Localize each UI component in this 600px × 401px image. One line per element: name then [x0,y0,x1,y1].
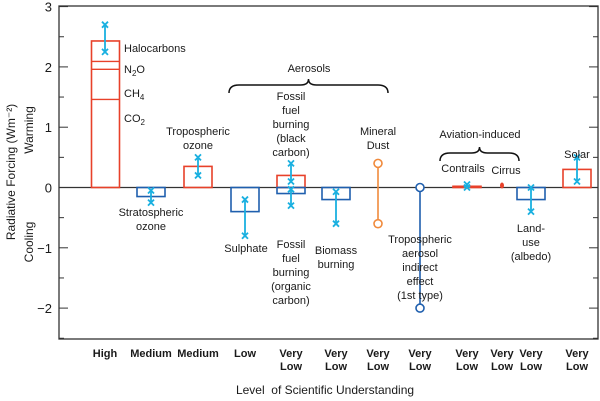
label-co2: CO2 [124,113,146,127]
mark-tropospheric-ozone-error-cap [194,153,202,161]
y-axis-cooling-label: Cooling [22,222,36,263]
mark-solar-error-cap [573,177,581,186]
aviation-brace [439,146,520,162]
lsu-label: Medium [177,348,219,360]
mark-sulphate-error-cap [241,232,249,240]
mark-stratospheric-ozone-error-cap [147,186,155,195]
mark-fossil-fuel-burning-black-carbon-error-cap [287,159,295,168]
axes: 3 2 1 0 −1 −2 [37,0,599,340]
mark-stratospheric-ozone-error-cap [147,198,155,207]
lsu-label: High [93,348,118,360]
label-land-use-albedo: Land-use(albedo) [511,223,551,263]
label-halocarbons: Halocarbons [124,43,186,55]
bar-ghg [90,40,121,189]
plot-frame [58,5,599,340]
label-n2o: N2O [124,64,145,78]
chart-marks [90,21,592,313]
mark-fossil-fuel-burning-black-carbon-error-cap [287,177,295,186]
label-ch4: CH4 [124,88,145,102]
label-contrails: Contrails [441,163,485,175]
mark-fossil-fuel-burning-organic-carbon-error-cap [287,201,295,210]
lsu-label: Medium [130,348,172,360]
aerosols-brace [228,78,389,94]
lsu-label: Low [234,348,256,360]
group-label-aerosols: Aerosols [288,63,331,75]
label-cirrus: Cirrus [491,165,521,177]
label-solar: Solar [564,149,590,161]
x-axis-label: Level of Scientific Understanding [236,383,414,397]
mark-fossil-fuel-burning-organic-carbon-error-cap [287,185,295,193]
y-axis-warming-label: Warming [22,106,36,154]
bar-ghg-error-cap [101,21,109,29]
mark-biomass-burning-error-cap [332,188,340,196]
mark-biomass-burning-error-cap [332,220,340,228]
mark-cirrus-dot [500,182,504,189]
mark-tropospheric-ozone-error-cap [194,171,202,180]
y-axis-label: Radiative Forcing (Wm⁻²) [4,104,18,240]
mark-land-use-albedo-error-cap [527,183,535,192]
y-tick-label: 1 [45,120,52,135]
y-tick-label: −2 [37,301,52,316]
mark-contrails-error-cap [463,180,471,189]
mark-mineral-dust-range-end [373,158,383,169]
y-tick-label: 0 [45,181,52,196]
mark-mineral-dust-range-end [373,218,383,229]
mark-tropospheric-aerosol-indirect-effect-1st-type-range-end [415,182,425,193]
mark-solar-error-cap [573,153,581,161]
label-sulphate: Sulphate [224,243,267,255]
y-tick-label: 2 [45,60,52,75]
group-label-aviation: Aviation-induced [439,129,520,141]
y-tick-label: −1 [37,241,52,256]
bar-ghg-error-cap [101,48,109,56]
mark-sulphate-error-cap [241,195,249,204]
mark-tropospheric-aerosol-indirect-effect-1st-type-range-end [415,303,425,313]
y-tick-label: 3 [45,0,52,15]
mark-land-use-albedo-error-cap [527,207,535,216]
